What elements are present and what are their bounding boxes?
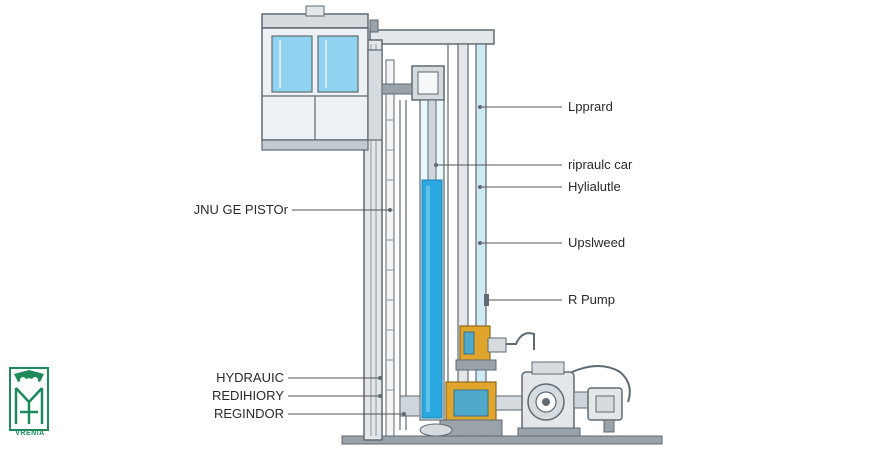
pump-motor-unit: [517, 361, 631, 437]
elevator-cab: [261, 5, 413, 151]
logo-text: VRENIA: [15, 430, 45, 437]
lower-pump-assembly: [399, 381, 525, 437]
label-hydraulic-left: HYDRAUIC: [216, 370, 284, 385]
right-column-a: [457, 43, 469, 437]
label-piston: JNU GE PISTOr: [193, 202, 288, 217]
piston-rod: [427, 99, 437, 185]
valve-block: [455, 325, 535, 371]
ladder-rail: [385, 59, 395, 437]
right-column-b: [475, 43, 487, 437]
label-hydraulic-right: Hylialutle: [568, 179, 621, 194]
logo: VRENIA: [8, 366, 52, 442]
label-speed: Upslweed: [568, 235, 626, 250]
label-regulator: REGINDOR: [213, 406, 284, 421]
label-pump: R Pump: [568, 292, 615, 307]
label-car: ripraulc car: [568, 157, 633, 172]
top-beam: [369, 29, 495, 45]
label-reservoir: REDIHIORY: [212, 388, 284, 403]
base-plate: [341, 435, 663, 445]
logo-emblem: [9, 367, 49, 431]
leader-lines-right: [436, 106, 562, 301]
top-beam-cap: [369, 19, 379, 33]
label-upper: Lpprard: [568, 99, 613, 114]
leader-lines-left: [288, 209, 404, 415]
hydraulic-fluid: [421, 179, 443, 419]
